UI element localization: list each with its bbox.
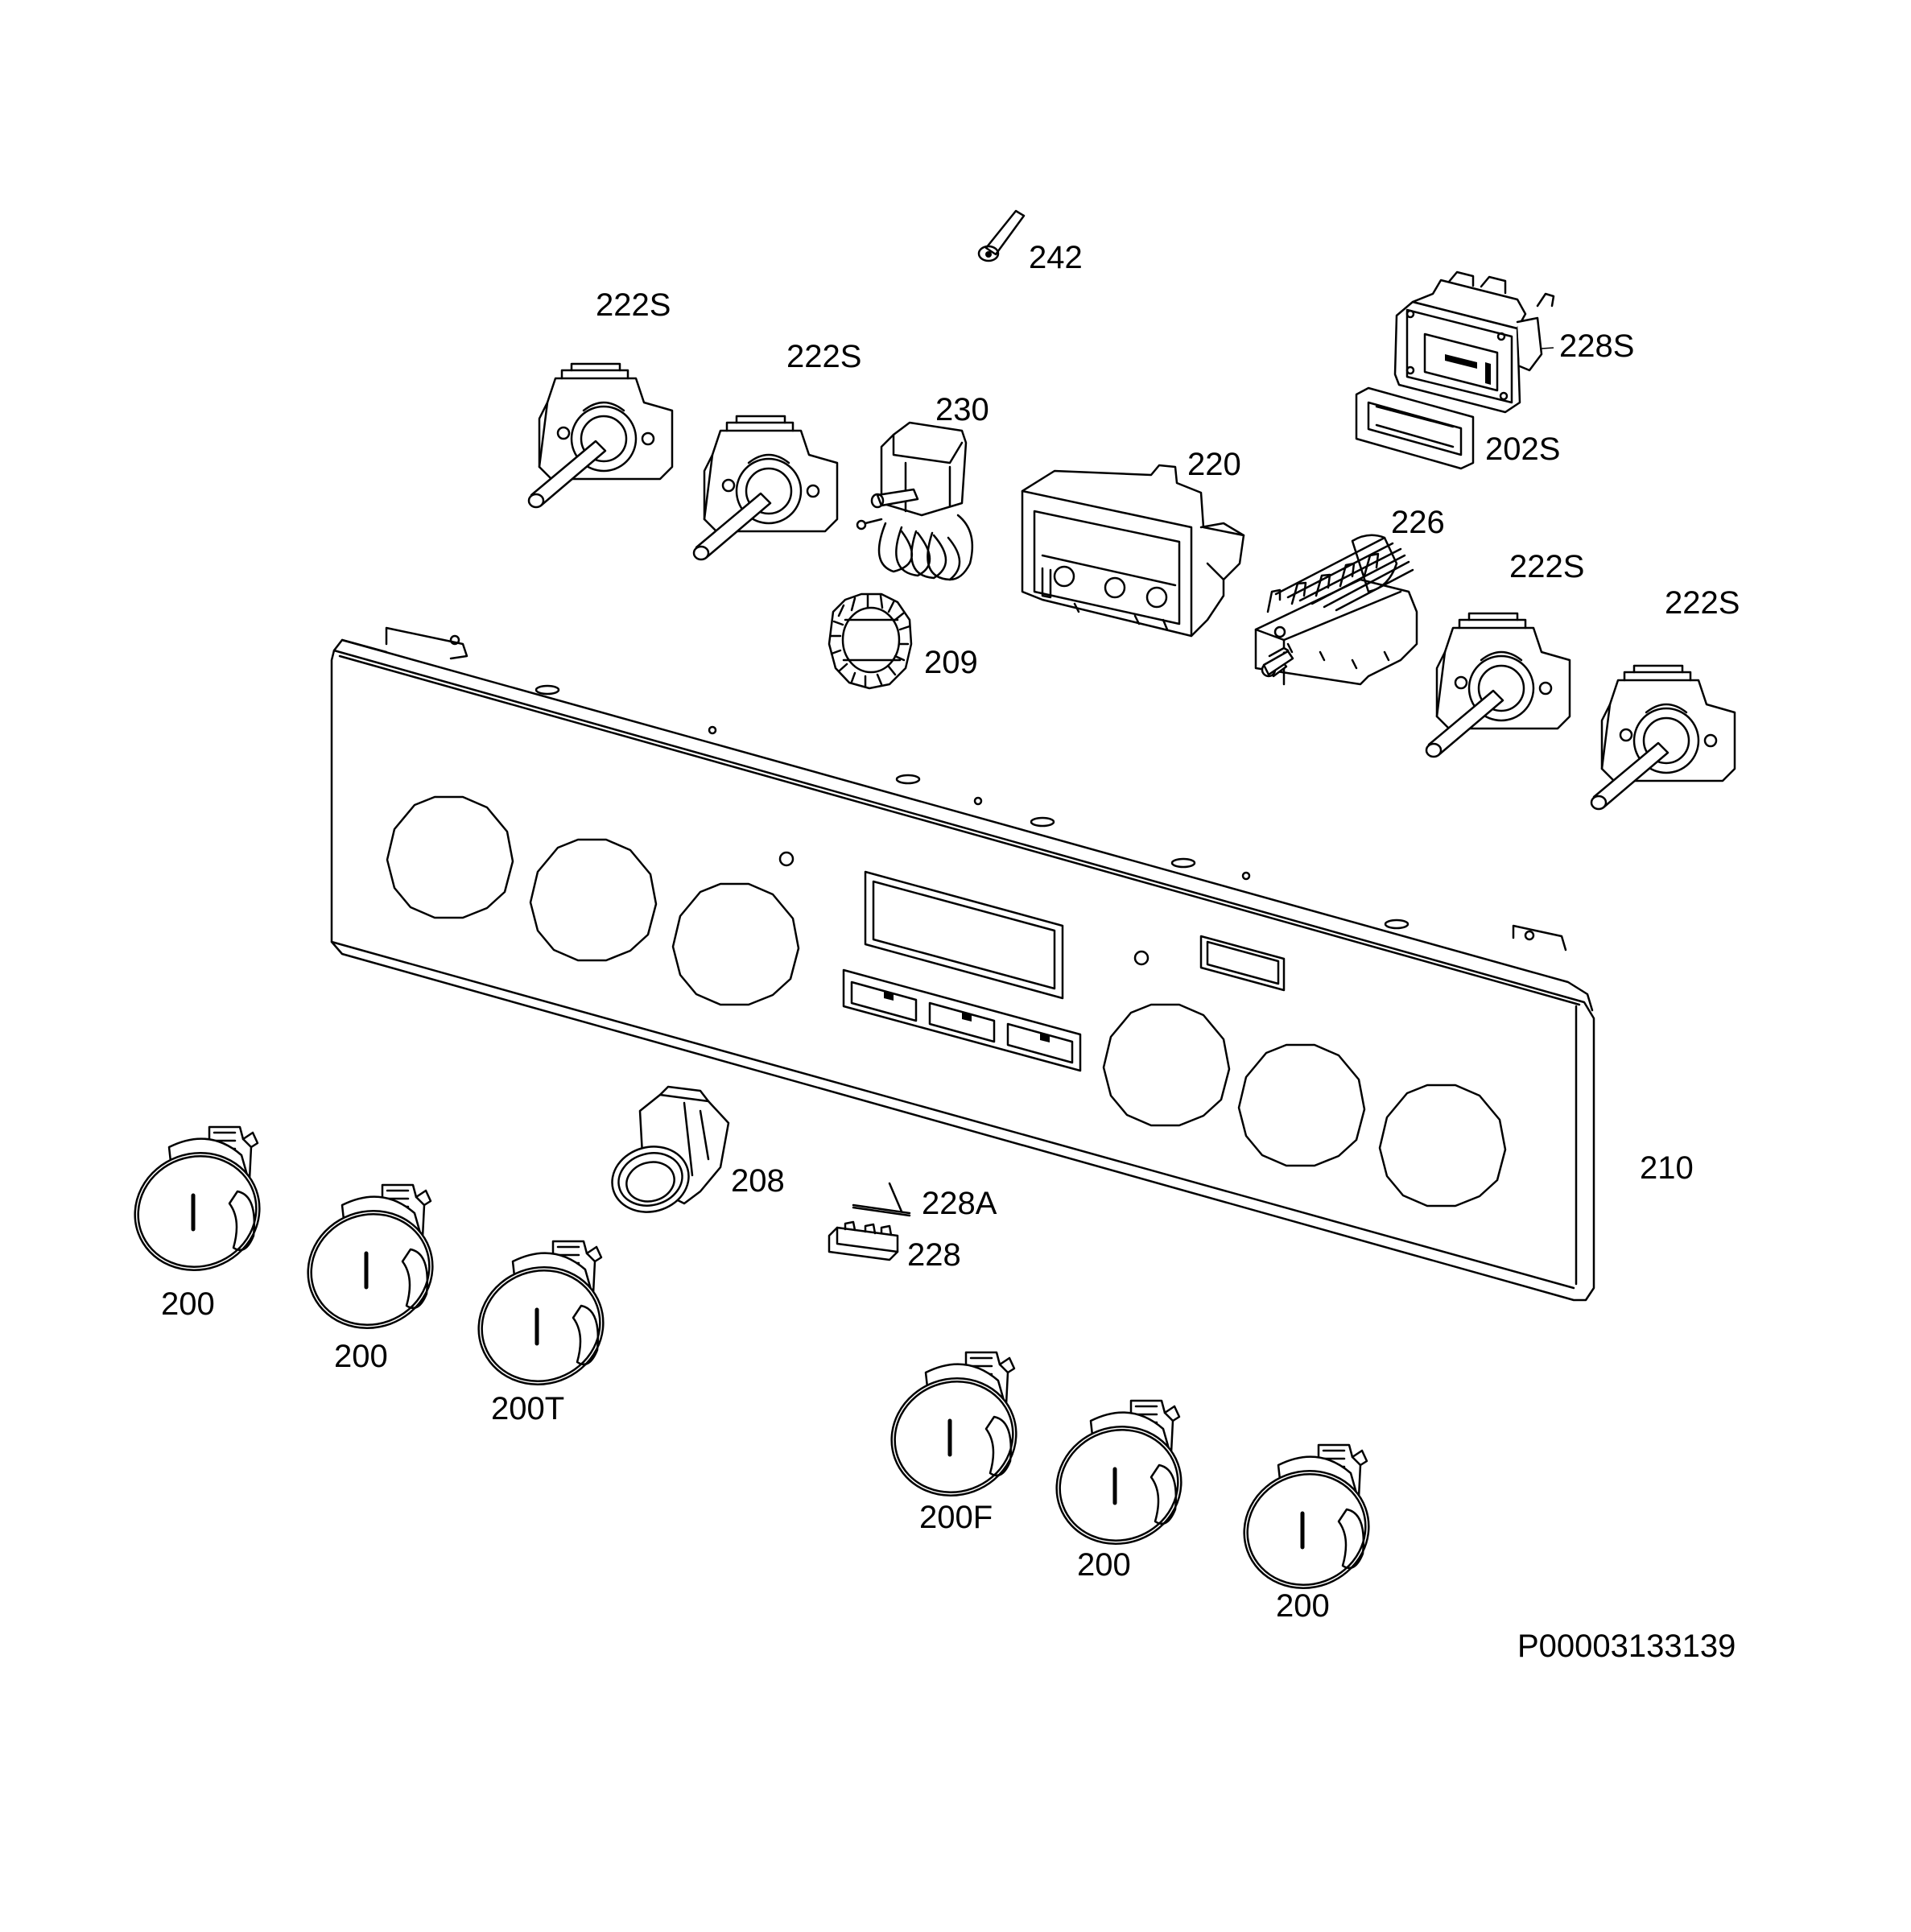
label-228: 228 — [907, 1237, 961, 1273]
part-200-knob-3 — [1040, 1401, 1198, 1561]
part-200F-knob — [875, 1352, 1033, 1513]
part-228A-wire — [852, 1182, 911, 1217]
part-230-thermostat — [856, 421, 974, 581]
part-200-knob-1 — [118, 1127, 276, 1287]
part-222S-switch-3 — [1425, 612, 1571, 758]
label-202S: 202S — [1485, 431, 1560, 467]
document-id: P00003133139 — [1517, 1629, 1736, 1664]
label-200-2: 200 — [334, 1339, 388, 1374]
part-222S-switch-4 — [1590, 664, 1736, 811]
label-200F: 200F — [919, 1500, 993, 1535]
label-230: 230 — [935, 392, 989, 427]
label-228A: 228A — [922, 1186, 997, 1221]
label-200T: 200T — [491, 1391, 564, 1426]
label-200-4: 200 — [1276, 1588, 1330, 1624]
label-222S-2: 222S — [786, 339, 861, 374]
part-220-display-housing — [1021, 464, 1245, 638]
label-200-3: 200 — [1077, 1547, 1131, 1583]
part-209-knob-ring — [828, 592, 913, 690]
part-200T-knob — [462, 1241, 620, 1402]
part-200-knob-2 — [291, 1185, 449, 1345]
part-222S-switch-2 — [692, 415, 839, 561]
label-210: 210 — [1640, 1150, 1694, 1186]
label-242: 242 — [1029, 240, 1083, 275]
label-226: 226 — [1391, 505, 1445, 540]
part-202S-gasket — [1355, 386, 1475, 470]
label-228S: 228S — [1559, 328, 1634, 364]
part-228S-switch-block — [1393, 270, 1555, 414]
part-242-pin — [977, 209, 1026, 262]
label-200-1: 200 — [161, 1286, 215, 1322]
control-panel-210 — [330, 626, 1595, 1302]
label-222S-4: 222S — [1665, 585, 1740, 621]
label-220: 220 — [1187, 447, 1241, 482]
label-208: 208 — [731, 1163, 785, 1199]
label-222S-1: 222S — [596, 287, 671, 323]
label-209: 209 — [924, 645, 978, 680]
part-228-connector — [828, 1220, 899, 1261]
part-208-indicator-lamp — [611, 1085, 730, 1213]
part-222S-switch-1 — [527, 362, 674, 509]
part-200-knob-4 — [1228, 1445, 1385, 1605]
label-222S-3: 222S — [1509, 549, 1584, 584]
part-226-selector-switch — [1254, 534, 1418, 686]
